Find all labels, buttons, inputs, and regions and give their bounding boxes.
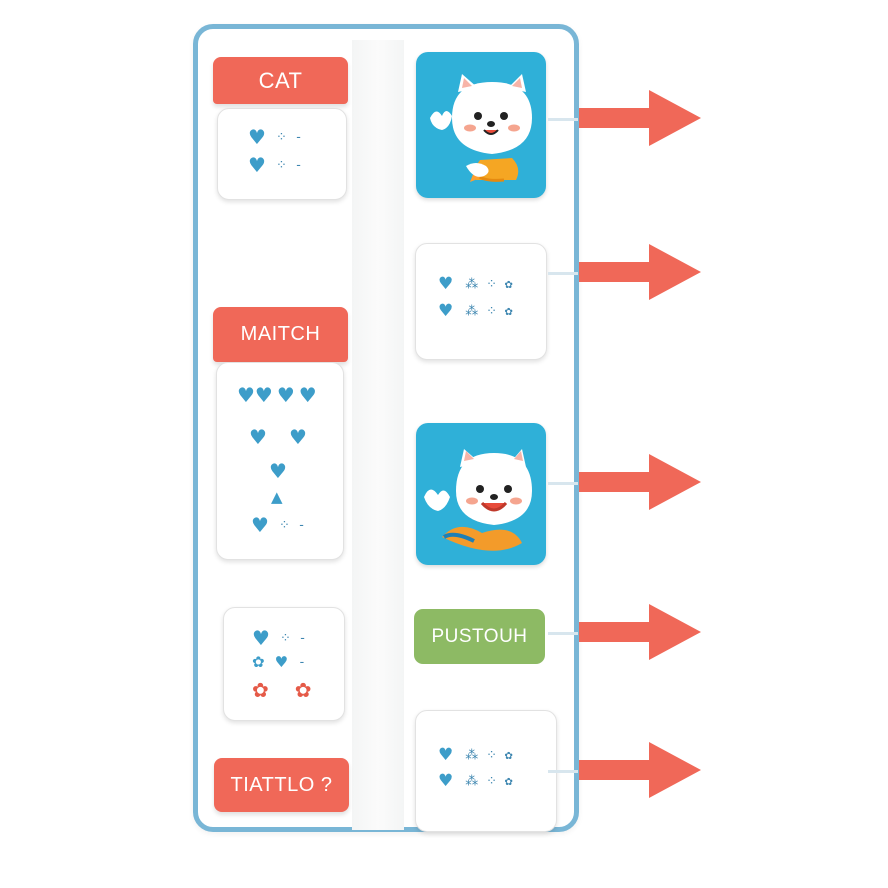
tick-icon: ⁘ - xyxy=(275,157,303,173)
heart-icon: ♥ xyxy=(248,125,266,149)
arrow-right-icon[interactable] xyxy=(575,242,705,302)
tick-icon: ⁂ ⁘ ✿ xyxy=(465,773,513,789)
arrow-right-icon[interactable] xyxy=(575,88,705,148)
tick-icon: ⁂ ⁘ ✿ xyxy=(465,303,513,319)
connector-5 xyxy=(548,770,578,773)
tick-icon: ⁂ ⁘ ✿ xyxy=(465,747,513,763)
cat-silhouette-icon: ▲ xyxy=(271,488,283,506)
connector-2 xyxy=(548,272,578,275)
tick-icon: ⁂ ⁘ ✿ xyxy=(465,276,513,292)
heart-icon: ♥ xyxy=(269,459,287,483)
heart-icon: ♥ xyxy=(298,383,317,407)
heart-icon: ♥ xyxy=(288,425,307,449)
heart-icon: ♥ xyxy=(438,771,454,791)
tick-icon: ⁘ - xyxy=(275,129,303,145)
connector-3 xyxy=(548,482,578,485)
heart-icon: ♥ xyxy=(274,653,289,671)
paw-icon: ✿ xyxy=(252,653,265,671)
bottom-label[interactable]: TIATTLO ? xyxy=(214,758,349,812)
heart-icon: ♥♥ xyxy=(237,383,273,407)
heart-icon: ♥ xyxy=(248,153,266,177)
cat-heart-card[interactable]: ♥ ⁘ - ♥ ⁘ - xyxy=(217,108,347,200)
cat-label[interactable]: CAT xyxy=(213,57,348,104)
red-flower-icon: ✿ xyxy=(294,678,312,702)
puppy-mascot-icon xyxy=(424,449,532,551)
arrow-right-icon[interactable] xyxy=(575,740,705,800)
heart-icon: ♥ xyxy=(276,383,295,407)
panel-divider xyxy=(352,40,404,830)
red-flower-icon: ✿ xyxy=(252,678,269,702)
match-heart-card[interactable]: ♥♥ ♥ ♥ ♥ ♥ ♥ ▲ ♥ ⁘ - xyxy=(216,362,344,560)
match-label[interactable]: MAITCH xyxy=(213,307,348,362)
puppy-tile-middle[interactable] xyxy=(416,423,546,565)
heart-icon: ♥ xyxy=(438,301,454,321)
arrow-right-icon[interactable] xyxy=(575,452,705,512)
heart-icon: ♥ xyxy=(251,513,269,537)
mixed-heart-card[interactable]: ♥ ⁘ - ✿ ♥ - ✿ ✿ xyxy=(223,607,345,721)
tick-icon: ⁘ - xyxy=(279,630,307,646)
push-button[interactable]: PUSTOUH xyxy=(414,609,545,664)
heart-icon: ♥ xyxy=(438,745,454,765)
puppy-tile-top[interactable] xyxy=(416,52,546,198)
puppy-mascot-icon xyxy=(430,74,532,182)
mixed-icon-card-top[interactable]: ♥ ⁂ ⁘ ✿ ♥ ⁂ ⁘ ✿ xyxy=(415,243,547,360)
arrow-right-icon[interactable] xyxy=(575,602,705,662)
tick-icon: - xyxy=(298,654,306,670)
connector-4 xyxy=(548,632,578,635)
mixed-icon-card-bottom[interactable]: ♥ ⁂ ⁘ ✿ ♥ ⁂ ⁘ ✿ xyxy=(415,710,557,832)
heart-icon: ♥ xyxy=(249,425,267,449)
heart-icon: ♥ xyxy=(438,274,454,294)
tick-icon: ⁘ - xyxy=(278,517,306,533)
heart-icon: ♥ xyxy=(252,626,270,650)
connector-1 xyxy=(548,118,578,121)
